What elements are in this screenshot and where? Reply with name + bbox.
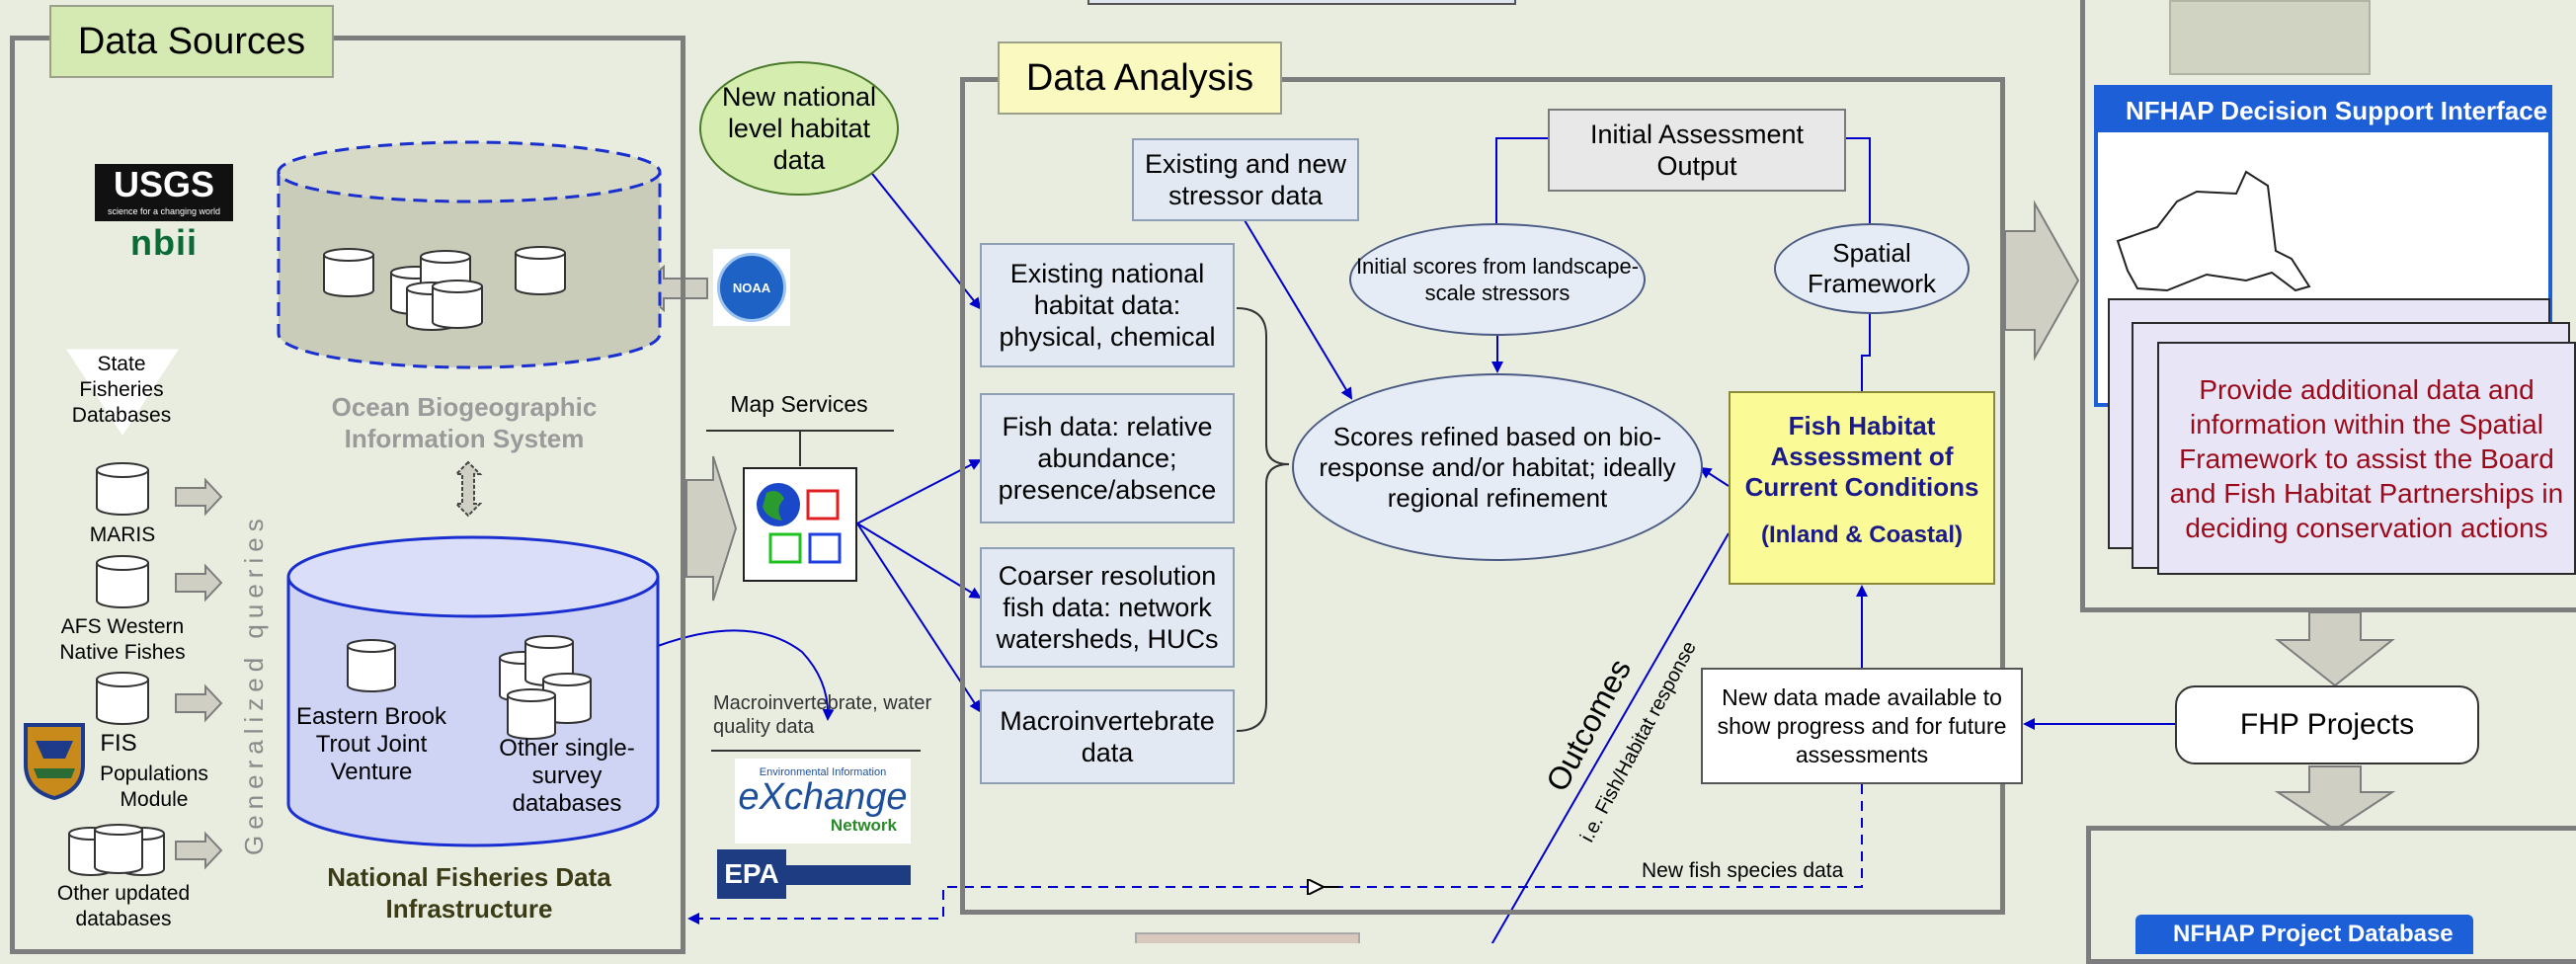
top-stub-box xyxy=(1087,0,1516,5)
other-updated-label: Other updated databases xyxy=(56,882,191,930)
block-arrow-down-1 xyxy=(2275,611,2395,687)
initial-assessment-output-box: Initial Assessment Output xyxy=(1548,109,1846,192)
obis-cylinder xyxy=(277,140,662,369)
usfws-badge-icon xyxy=(24,723,85,800)
fhp-projects-box[interactable]: FHP Projects xyxy=(2175,685,2479,764)
exchange-network-logo: Environmental Information eXchange Netwo… xyxy=(735,759,911,844)
scores-refined-ellipse: Scores refined based on bio-response and… xyxy=(1292,373,1703,561)
data-analysis-panel xyxy=(960,77,2005,915)
nfdi-cylinder xyxy=(286,535,660,847)
fis-sub-label: Populations Module xyxy=(100,763,208,811)
fish-habitat-assessment-box: Fish Habitat Assessment of Current Condi… xyxy=(1729,391,1995,585)
data-analysis-title: Data Analysis xyxy=(998,41,1282,115)
fish-data-box: Fish data: relative abundance; presence/… xyxy=(980,393,1235,523)
generalized-queries-label: Generalized queries xyxy=(239,513,269,855)
stressor-data-box: Existing and new stressor data xyxy=(1132,138,1359,221)
epa-bar xyxy=(786,865,911,885)
state-fisheries-triangle xyxy=(66,349,179,436)
device-graphic xyxy=(2169,0,2371,75)
epa-logo: EPA xyxy=(717,849,911,901)
decision-support-panel xyxy=(2080,0,2576,612)
map-services-icon[interactable] xyxy=(743,467,857,582)
existing-national-box: Existing national habitat data: physical… xyxy=(980,243,1235,367)
macro-water-label: Macroinvertebrate, water quality data xyxy=(713,692,932,738)
exchange-main-text: eXchange xyxy=(738,776,908,818)
nfhap-project-db-header[interactable]: NFHAP Project Database xyxy=(2135,915,2473,954)
block-arrow-right-2 xyxy=(2004,200,2080,362)
fish-habitat-subtitle: (Inland & Coastal) xyxy=(1760,522,1963,548)
nfhap-dsi-header: NFHAP Decision Support Interface xyxy=(2098,89,2548,132)
exchange-top-text: Environmental Information xyxy=(759,766,887,778)
block-arrow-right-1 xyxy=(685,455,738,602)
maris-label: MARIS xyxy=(89,523,156,546)
db-arrow-2 xyxy=(175,563,223,602)
spatial-framework-ellipse: Spatial Framework xyxy=(1774,223,1970,314)
double-arrow xyxy=(453,460,483,518)
map-services-label: Map Services xyxy=(730,391,868,417)
nbii-logo: nbii xyxy=(130,222,198,263)
noaa-logo-text: NOAA xyxy=(717,253,786,322)
db-arrow-3 xyxy=(175,683,223,723)
map-services-glyph xyxy=(757,483,842,564)
block-arrow-down-2 xyxy=(2274,765,2396,832)
other-single-survey-label: Other single-survey databases xyxy=(499,735,635,817)
fis-db-icon xyxy=(96,672,149,725)
usgs-tagline: science for a changing world xyxy=(107,206,221,216)
usgs-logo-text: USGS xyxy=(113,164,215,204)
eastern-brook-trout-label: Eastern Brook Trout Joint Venture xyxy=(295,703,447,785)
fis-label: FIS xyxy=(100,730,137,757)
initial-scores-ellipse: Initial scores from landscape-scale stre… xyxy=(1349,223,1646,336)
provide-additional-text: Provide additional data and information … xyxy=(2169,373,2564,543)
data-sources-title: Data Sources xyxy=(49,5,334,78)
bottom-stub-box xyxy=(1135,932,1360,943)
macroinvertebrate-box: Macroinvertebrate data xyxy=(980,689,1235,784)
fish-habitat-title: Fish Habitat Assessment of Current Condi… xyxy=(1744,411,1979,502)
new-data-available-box: New data made available to show progress… xyxy=(1701,668,2023,784)
stack-card-3 xyxy=(2157,342,2576,575)
new-fish-species-label: New fish species data xyxy=(1642,859,1844,882)
afs-label: AFS Western Native Fishes xyxy=(59,615,186,664)
nfdi-label: National Fisheries Data Infrastructure xyxy=(327,862,611,924)
afs-db-icon xyxy=(96,555,149,608)
other-updated-db-icon xyxy=(68,824,165,876)
db-arrow-4 xyxy=(175,831,223,870)
maris-db-icon xyxy=(96,462,149,516)
usgs-logo: USGS science for a changing world xyxy=(95,164,233,221)
coarser-data-box: Coarser resolution fish data: network wa… xyxy=(980,547,1235,668)
noaa-logo: NOAA xyxy=(713,249,790,326)
db-arrow-1 xyxy=(175,477,223,517)
obis-label: Ocean Biogeographic Information System xyxy=(331,392,598,453)
exchange-network-text: Network xyxy=(830,816,897,835)
state-fisheries-label: State Fisheries Databases xyxy=(71,353,172,427)
new-national-habitat-bubble: New national level habitat data xyxy=(699,61,899,196)
epa-logo-text: EPA xyxy=(717,849,786,899)
